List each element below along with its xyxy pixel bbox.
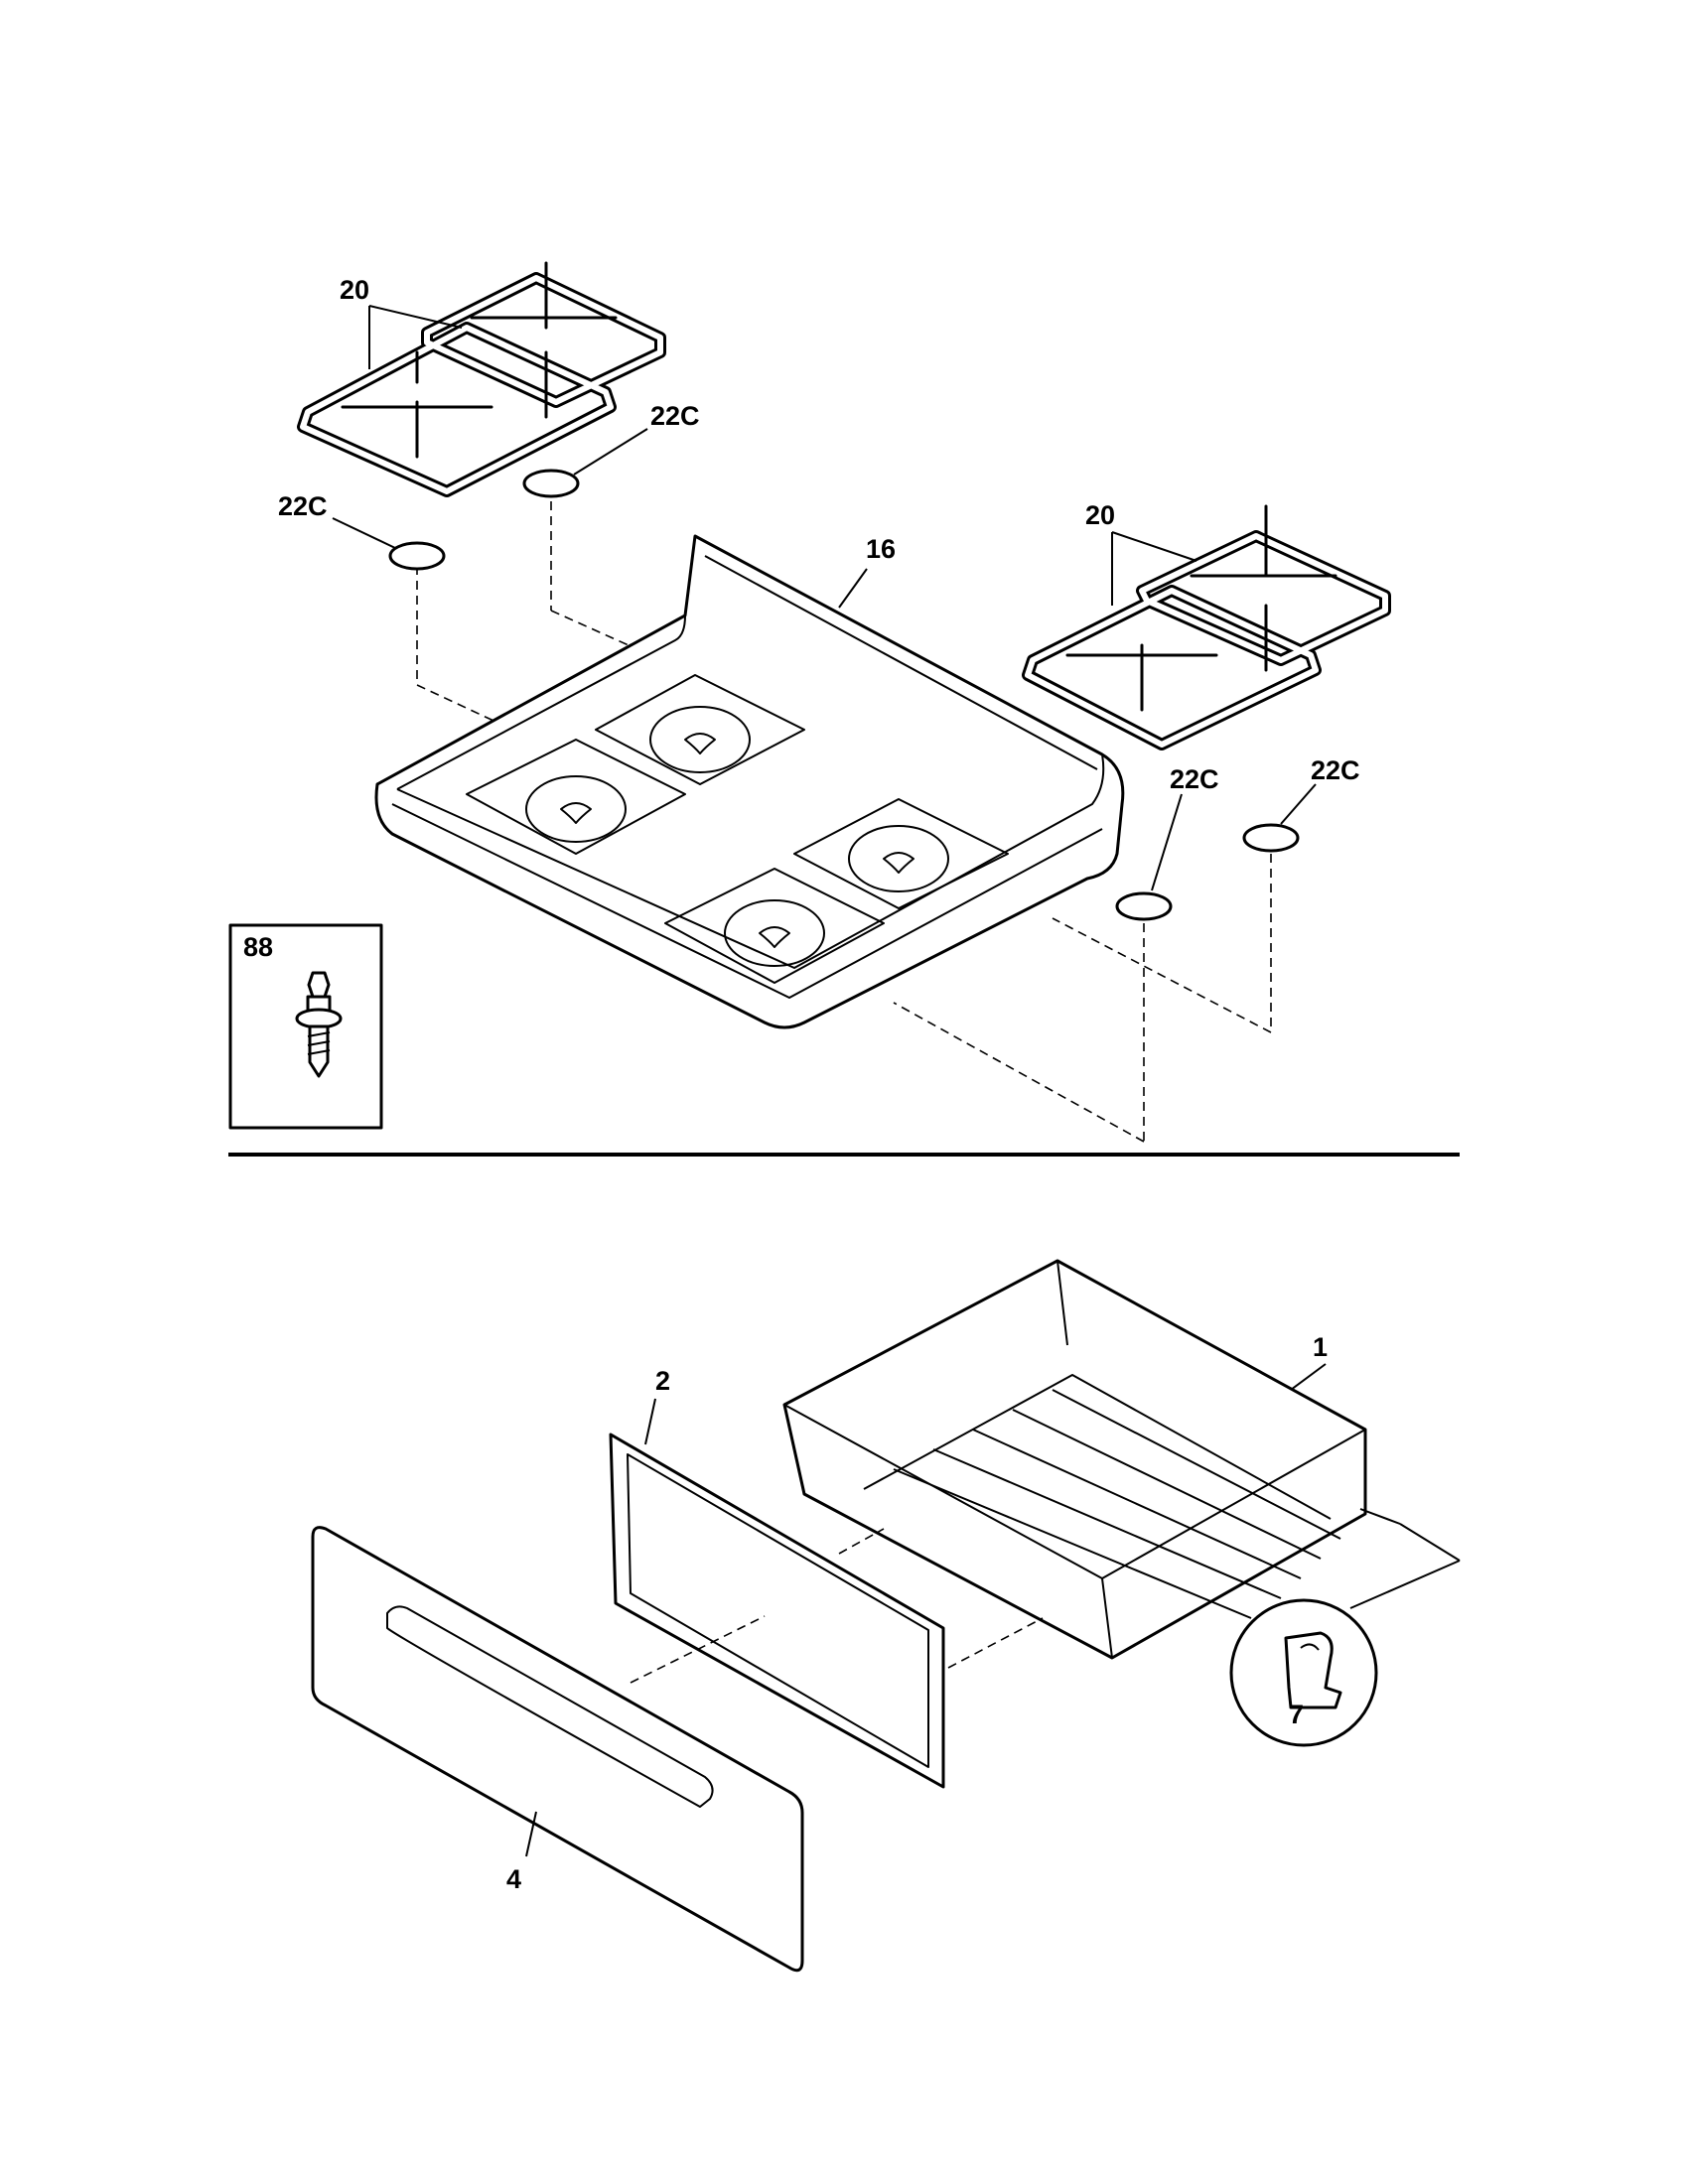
leader-lines-top [332,305,1317,891]
burner-cap-22c-right-b[interactable] [1242,823,1300,853]
label-drawer-front: 4 [506,1864,521,1894]
clip-detail-7[interactable] [1229,1508,1461,1747]
label-drawer-body: 1 [1313,1332,1328,1362]
label-grate-left: 20 [340,275,369,305]
label-cap-left-bottom: 22C [278,491,328,521]
leader-lines-bottom [525,1363,1327,1857]
screw-box-88[interactable] [228,923,383,1130]
grate-pair-left-20[interactable] [297,261,666,497]
label-cap-left-top: 22C [650,401,700,431]
burner-cap-22c-top[interactable] [522,469,580,498]
grate-pair-right-20[interactable] [1022,504,1391,751]
label-cap-right-b: 22C [1311,755,1360,785]
guide-lines-top [416,501,1272,1143]
label-drawer-frame: 2 [655,1366,670,1396]
cooktop-16[interactable] [374,534,1125,1029]
label-cooktop: 16 [866,534,896,564]
burner-cap-22c-left[interactable] [388,541,446,571]
label-clip: 7 [1289,1700,1304,1729]
guide-lines-bottom [630,1528,1044,1684]
drawer-front-4[interactable] [311,1526,804,1973]
burner-cap-22c-right-a[interactable] [1115,891,1173,921]
label-cap-right-a: 22C [1170,764,1219,794]
drawer-body-1[interactable] [782,1259,1367,1660]
label-grate-right: 20 [1085,500,1115,530]
drawer-frame-2[interactable] [609,1433,945,1789]
label-screw: 88 [243,932,273,962]
